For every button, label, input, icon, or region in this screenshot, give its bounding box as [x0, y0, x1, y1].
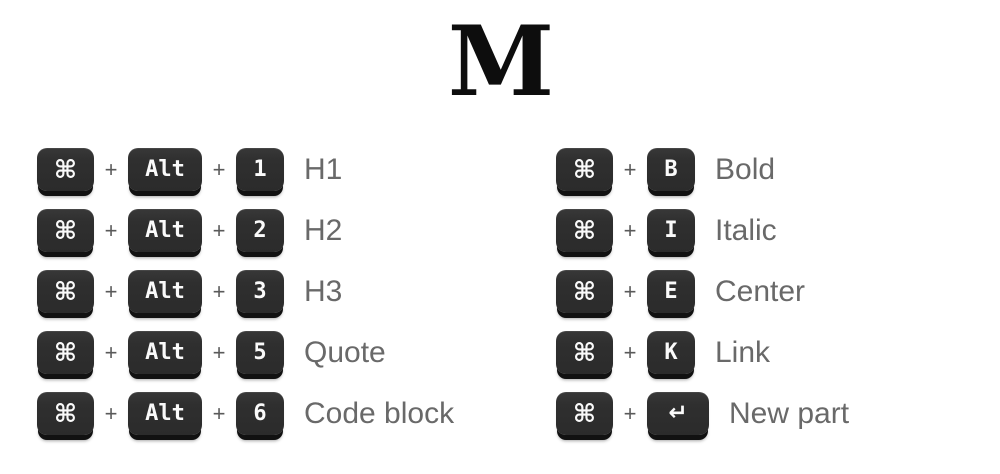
medium-logo: M: [447, 5, 554, 118]
shortcut-label: Quote: [304, 335, 386, 369]
key-command: ⌘: [37, 148, 94, 191]
key-k: K: [647, 331, 695, 374]
key-5: 5: [236, 331, 284, 374]
shortcut-row: ⌘ + Alt +1 H1: [37, 148, 454, 191]
plus-separator: +: [104, 156, 118, 182]
plus-separator: +: [212, 400, 226, 426]
key-2: 2: [236, 209, 284, 252]
plus-separator: +: [623, 339, 637, 365]
plus-separator: +: [104, 339, 118, 365]
shortcut-row: ⌘ + E Center: [556, 270, 849, 313]
plus-separator: +: [212, 339, 226, 365]
shortcut-label: H1: [304, 152, 343, 186]
plus-separator: +: [212, 278, 226, 304]
key-alt: Alt: [128, 331, 202, 374]
key-3: 3: [236, 270, 284, 313]
shortcut-column-right: ⌘ + B Bold ⌘ + I Italic ⌘ + E Center ⌘ + K Link ⌘ + ↵ New p…: [556, 148, 849, 453]
key-command: ⌘: [556, 331, 613, 374]
plus-separator: +: [623, 400, 637, 426]
shortcut-label: H3: [304, 274, 343, 308]
shortcut-row: ⌘ + B Bold: [556, 148, 849, 191]
key-alt: Alt: [128, 148, 202, 191]
key-command: ⌘: [37, 331, 94, 374]
shortcut-label: H2: [304, 213, 343, 247]
shortcut-row: ⌘ + Alt +2 H2: [37, 209, 454, 252]
shortcut-row: ⌘ + Alt +6 Code block: [37, 392, 454, 435]
plus-separator: +: [104, 400, 118, 426]
shortcut-row: ⌘ + I Italic: [556, 209, 849, 252]
key-command: ⌘: [37, 392, 94, 435]
key-enter: ↵: [647, 392, 709, 435]
key-command: ⌘: [556, 209, 613, 252]
key-command: ⌘: [37, 209, 94, 252]
shortcut-label: Center: [715, 274, 806, 308]
plus-separator: +: [623, 156, 637, 182]
plus-separator: +: [212, 156, 226, 182]
shortcut-label: Link: [715, 335, 771, 369]
shortcut-row: ⌘ + Alt +5 Quote: [37, 331, 454, 374]
key-command: ⌘: [556, 148, 613, 191]
key-e: E: [647, 270, 695, 313]
plus-separator: +: [212, 217, 226, 243]
plus-separator: +: [623, 217, 637, 243]
plus-separator: +: [623, 278, 637, 304]
shortcut-label: New part: [729, 396, 850, 430]
shortcut-label: Italic: [715, 213, 777, 247]
shortcut-row: ⌘ + K Link: [556, 331, 849, 374]
shortcut-label: Bold: [715, 152, 776, 186]
key-alt: Alt: [128, 392, 202, 435]
shortcut-label: Code block: [304, 396, 455, 430]
key-command: ⌘: [556, 270, 613, 313]
key-i: I: [647, 209, 695, 252]
key-6: 6: [236, 392, 284, 435]
shortcut-row: ⌘ + ↵ New part: [556, 392, 849, 435]
key-command: ⌘: [556, 392, 613, 435]
key-alt: Alt: [128, 209, 202, 252]
key-command: ⌘: [37, 270, 94, 313]
plus-separator: +: [104, 278, 118, 304]
plus-separator: +: [104, 217, 118, 243]
key-1: 1: [236, 148, 284, 191]
shortcut-row: ⌘ + Alt +3 H3: [37, 270, 454, 313]
key-alt: Alt: [128, 270, 202, 313]
key-b: B: [647, 148, 695, 191]
